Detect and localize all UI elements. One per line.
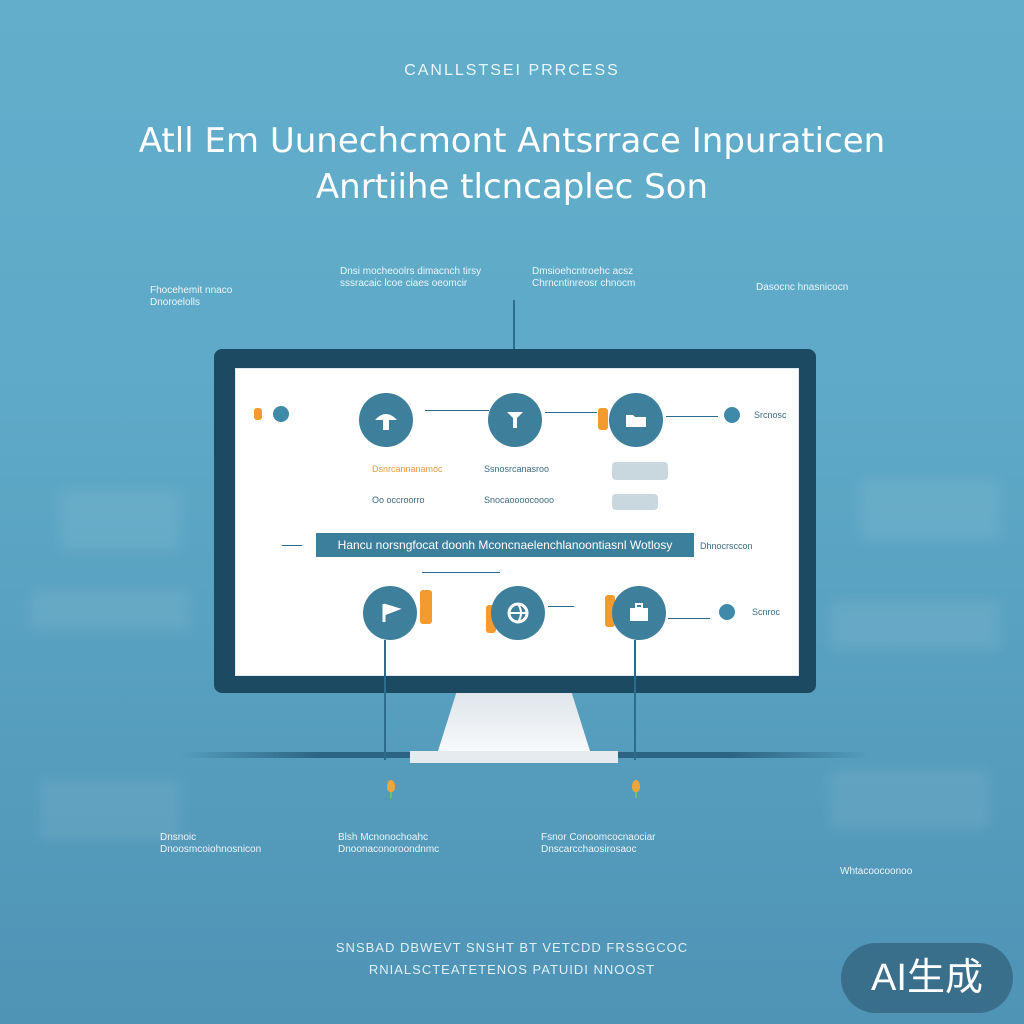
footer-line-1: SNSBAD DBWEVT SNSHT BT VETCDD FRSSGCOC xyxy=(335,940,689,955)
ai-generated-badge: AI生成 xyxy=(841,943,1013,1013)
note-line: Whtacoocoonoo xyxy=(840,866,913,877)
note-line: Dnoosmcoiohnosnicon xyxy=(160,844,262,855)
row-graphic xyxy=(612,462,668,480)
bottom-note-2: Blsh Mcnonochoahc Dnoonaconoroondnmc xyxy=(338,832,498,856)
title-line-2: Anrtiihe tlcncaplec Son xyxy=(315,167,709,207)
connector-line xyxy=(666,416,718,417)
connector-line xyxy=(668,618,710,619)
connector-line xyxy=(548,606,574,607)
background-shape xyxy=(830,600,1000,650)
page-title: Atll Em Uunechcmont Antsrrace Inpuratice… xyxy=(0,118,1024,210)
background-shape xyxy=(860,480,1000,540)
row-label: Snocaoooocoooo xyxy=(484,495,555,505)
mushroom-icon xyxy=(375,414,397,430)
note-line: Dnoonaconoroondnmc xyxy=(338,844,440,855)
top-note-3: Dmsioehcntroehc acsz Chrncntinreosr chno… xyxy=(532,266,692,290)
node-dot xyxy=(273,406,289,422)
screen-label: Scnroc xyxy=(752,607,781,617)
note-line: Dnscarcchaosirosaoc xyxy=(541,844,637,855)
note-line: sssracaic lcoe ciaes oeomcir xyxy=(340,278,468,289)
background-shape xyxy=(60,490,180,550)
location-pin-icon xyxy=(631,780,641,798)
title-line-1: Atll Em Uunechcmont Antsrrace Inpuratice… xyxy=(138,121,886,161)
background-shape xyxy=(40,780,180,840)
connector-line xyxy=(422,572,500,573)
note-line: Dnoroelolls xyxy=(150,297,201,308)
step-node[interactable] xyxy=(612,586,666,640)
process-eyebrow: CANLLSTSEI PRRCESS xyxy=(404,62,620,79)
step-node[interactable] xyxy=(609,393,663,447)
node-dot xyxy=(724,407,740,423)
location-pin-icon xyxy=(386,780,396,798)
bottom-note-1: Dnsnoic Dnoosmcoiohnosnicon xyxy=(160,832,310,856)
background-shape xyxy=(30,590,190,630)
connector-line xyxy=(425,410,489,411)
globe-icon xyxy=(507,602,529,624)
step-node[interactable] xyxy=(363,586,417,640)
orange-marker xyxy=(254,408,262,420)
orange-marker xyxy=(420,590,432,624)
bottom-note-4: Whtacoocoonoo xyxy=(840,866,912,878)
note-line: Fsnor Conoomcocnaociar xyxy=(541,832,656,843)
orange-marker xyxy=(598,408,608,430)
top-note-1: Fhocehemit nnaco Dnoroelolls xyxy=(150,285,232,309)
connector-line xyxy=(282,545,302,546)
monitor-stand xyxy=(438,693,590,751)
note-line: Fhocehemit nnaco xyxy=(150,285,233,296)
screen-label: Srcnosc xyxy=(754,410,787,420)
row-graphic xyxy=(612,494,658,510)
connector-line xyxy=(545,412,597,413)
banner-side-label: Dhnocrsccon xyxy=(700,541,753,551)
top-note-2: Dnsi mocheoolrs dimacnch tirsy sssracaic… xyxy=(340,266,500,290)
note-line: Blsh Mcnonochoahc xyxy=(338,832,429,843)
note-line: Dasocnc hnasnicocn xyxy=(756,282,849,293)
connector-line xyxy=(513,300,515,390)
note-line: Chrncntinreosr chnocm xyxy=(532,278,636,289)
top-note-4: Dasocnc hnasnicocn xyxy=(756,282,848,294)
note-line: Dmsioehcntroehc acsz xyxy=(532,266,634,277)
background-shape xyxy=(830,770,990,830)
connector-line xyxy=(634,640,636,760)
monitor-base xyxy=(410,751,618,763)
step-node[interactable] xyxy=(491,586,545,640)
bottom-note-3: Fsnor Conoomcocnaociar Dnscarcchaosirosa… xyxy=(541,832,741,856)
note-line: Dnsnoic xyxy=(160,832,197,843)
note-line: Dnsi mocheoolrs dimacnch tirsy xyxy=(340,266,482,277)
step-node[interactable] xyxy=(359,393,413,447)
footer-line-2: RNIALSCTEATETENOS PATUIDI NNOOST xyxy=(368,962,656,977)
row-label: Dsnrcannanamoc xyxy=(372,464,443,474)
row-label: Ssnosrcanasroo xyxy=(484,464,550,474)
briefcase-icon xyxy=(630,603,648,621)
flag-icon xyxy=(382,603,402,622)
folder-icon xyxy=(626,415,646,427)
step-node[interactable] xyxy=(488,393,542,447)
row-label: Oo occroorro xyxy=(372,495,425,505)
process-banner: Hancu norsngfocat doonh Mconcnaelenchlan… xyxy=(316,533,694,557)
orange-marker xyxy=(605,595,615,627)
pen-tool-icon xyxy=(507,412,523,428)
connector-line xyxy=(384,640,386,760)
node-dot xyxy=(719,604,735,620)
